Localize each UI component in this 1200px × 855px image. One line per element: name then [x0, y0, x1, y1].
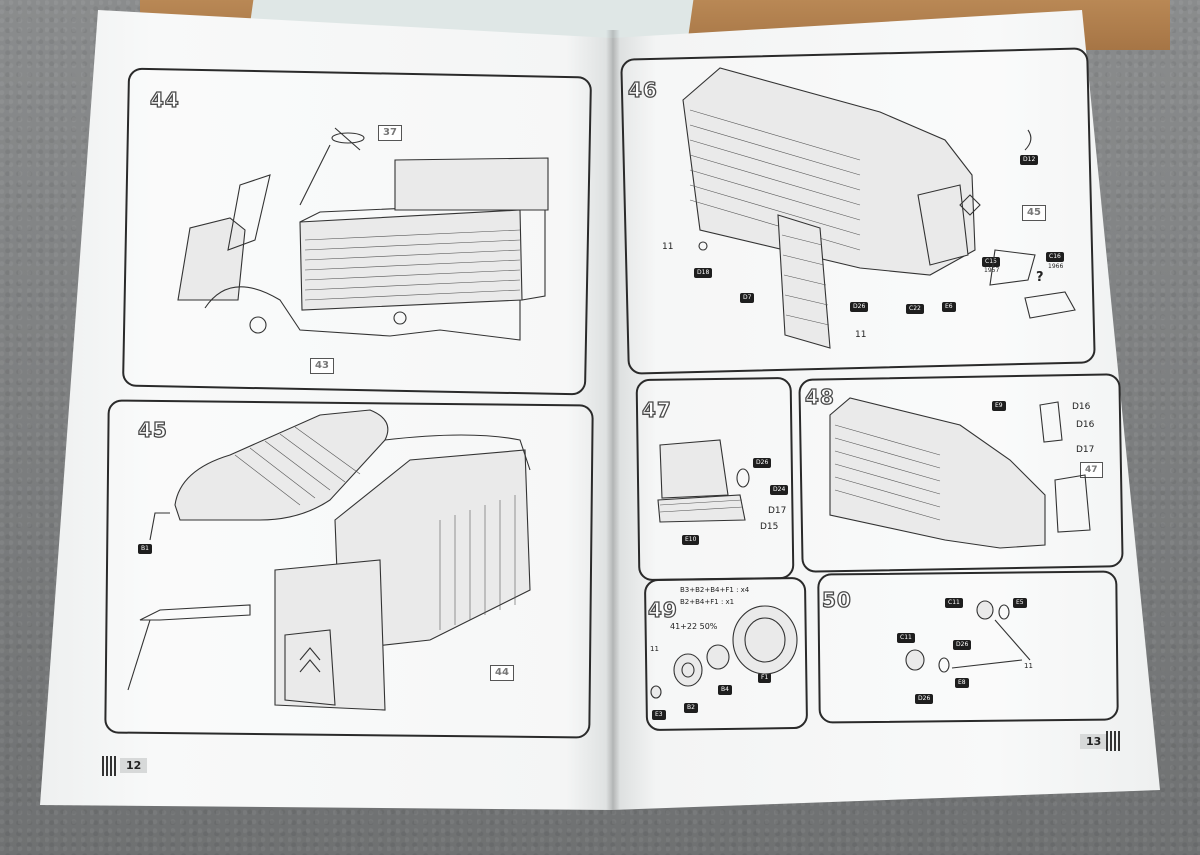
step-46-tag-c22: C22 [906, 304, 924, 314]
step-46-label-11b: 11 [855, 330, 867, 340]
step-49-drawing [650, 605, 798, 699]
step-49-label-11: 11 [650, 645, 659, 653]
step-50-tag-d26b: D26 [915, 694, 934, 704]
step-48-number: 48 [804, 384, 835, 409]
step-50-number: 50 [821, 587, 852, 612]
step-46-drawing [682, 67, 1076, 349]
step-46-ref-side: 45 [1022, 205, 1046, 221]
right-page-bars [1106, 731, 1120, 751]
step-48-label-d16a: D16 [1072, 402, 1091, 412]
step-47-tag-d26: D26 [753, 458, 772, 468]
step-45-tag-b1: B1 [138, 544, 152, 554]
step-46-tag-c16: C16 [1046, 252, 1064, 262]
right-page-number: 13 [1080, 734, 1108, 749]
step-49-number: 49 [647, 597, 678, 622]
step-50-tag-e8: E8 [955, 678, 969, 688]
step-50-tag-c11a: C11 [945, 598, 963, 608]
step-44-ref-bottom: 43 [310, 358, 334, 374]
step-48-label-d17: D17 [1076, 445, 1095, 455]
step-46-question-mark: ? [1036, 270, 1044, 285]
book-spine [606, 30, 620, 810]
step-48-tag-e9: E9 [992, 401, 1006, 411]
step-45-drawing [127, 409, 531, 711]
step-46-tag-d12: D12 [1020, 155, 1039, 165]
step-46-tag-c15: C15 [982, 257, 1000, 267]
step-48-ref-side: 47 [1080, 462, 1103, 478]
step-44-drawing [177, 127, 549, 341]
step-49-tag-b4: B4 [718, 685, 732, 695]
step-46-tag-e6: E6 [942, 302, 956, 312]
step-46-year-1966: 1966 [1048, 263, 1064, 270]
step-50-tag-e5: E5 [1013, 598, 1027, 608]
step-50-tag-c11b: C11 [897, 633, 915, 643]
step-46-tag-d26: D26 [850, 302, 869, 312]
step-48-drawing [829, 397, 1091, 549]
step-47-tag-d24: D24 [770, 485, 789, 495]
step-50-drawing [905, 600, 1031, 673]
step-46-number: 46 [627, 77, 658, 102]
step-49-line2: B2+B4+F1 : x1 [680, 598, 735, 606]
step-47-tag-e10: E10 [682, 535, 700, 545]
step-49-mix: 41+22 50% [670, 622, 718, 631]
step-49-line1: B3+B2+B4+F1 : x4 [680, 586, 750, 594]
step-47-drawing [657, 439, 750, 523]
step-50-tag-d26a: D26 [953, 640, 972, 650]
step-44-ref-top: 37 [378, 125, 402, 141]
left-page-number: 12 [120, 758, 148, 773]
left-page-bars [102, 756, 116, 776]
step-49-tag-e3: E3 [652, 710, 666, 720]
step-45-number: 45 [137, 417, 168, 442]
step-46-tag-d18: D18 [694, 268, 713, 278]
step-46-tag-d7: D7 [740, 293, 755, 303]
step-47-label-d15: D15 [760, 522, 779, 532]
step-48-label-d16b: D16 [1076, 420, 1095, 430]
step-49-tag-f1: F1 [758, 673, 772, 683]
step-45-ref-side: 44 [490, 665, 514, 681]
step-47-label-d17: D17 [768, 506, 787, 516]
step-50-label-11: 11 [1024, 662, 1033, 670]
step-44-number: 44 [149, 87, 180, 112]
step-49-tag-b2: B2 [684, 703, 698, 713]
step-47-number: 47 [641, 397, 672, 422]
step-46-label-11a: 11 [662, 242, 674, 252]
